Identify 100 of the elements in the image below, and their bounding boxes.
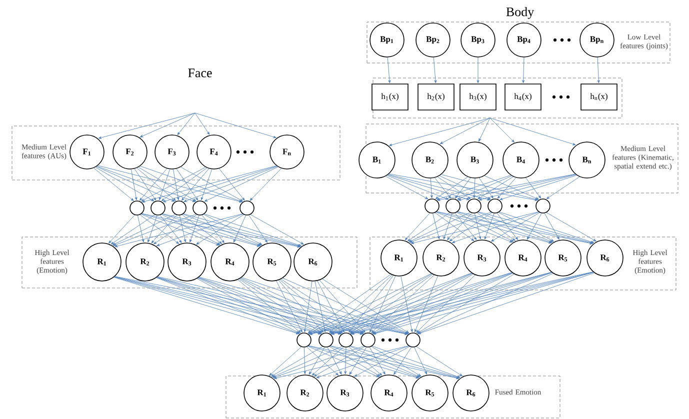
- arrow: [410, 212, 492, 243]
- function-box: h$_{2}$(x): [418, 84, 454, 110]
- neuron-circle: [360, 332, 376, 348]
- arrow: [134, 168, 156, 200]
- arrow: [436, 212, 552, 244]
- arrow: [272, 346, 364, 378]
- arrow: [176, 168, 198, 200]
- node-label: R$_{1}$: [257, 390, 266, 396]
- arrow: [388, 174, 490, 200]
- arrow: [158, 169, 170, 200]
- arrow: [200, 169, 212, 200]
- neuron-circle: [240, 200, 254, 216]
- arrow: [181, 168, 210, 201]
- arrow: [272, 346, 342, 378]
- arrow: [546, 212, 596, 242]
- arrow: [400, 276, 413, 332]
- arrow: [457, 176, 512, 200]
- arrow: [140, 214, 220, 246]
- arrow: [194, 112, 210, 135]
- arrow: [308, 347, 325, 375]
- neuron-circle: [536, 198, 550, 214]
- arrow: [96, 166, 196, 202]
- arrow: [148, 215, 158, 242]
- arrow: [385, 176, 428, 200]
- arrow: [350, 346, 460, 378]
- arrow: [443, 213, 452, 240]
- arrow: [432, 213, 440, 240]
- neuron-circle: [338, 332, 354, 348]
- neuron-circle: [318, 332, 334, 348]
- arrow: [204, 166, 278, 202]
- arrow: [140, 112, 196, 138]
- arrow: [274, 346, 409, 380]
- arrow: [304, 281, 312, 332]
- arrow: [434, 212, 474, 242]
- arrow: [196, 214, 244, 245]
- arrow: [182, 214, 222, 244]
- arrow: [140, 166, 242, 202]
- arrow: [484, 213, 494, 240]
- neuron-circle: [446, 198, 460, 214]
- arrow: [484, 176, 539, 200]
- arrow: [139, 168, 168, 201]
- arrow: [190, 215, 200, 242]
- arrow: [388, 118, 490, 146]
- arrow: [452, 212, 540, 243]
- arrow: [98, 112, 196, 139]
- arrow: [456, 212, 514, 242]
- arrow: [202, 214, 224, 244]
- arrow: [404, 212, 430, 240]
- neuron-circle: [192, 200, 208, 216]
- arrow: [308, 273, 432, 334]
- arrow: [418, 272, 594, 334]
- arrow: [270, 346, 323, 377]
- arrow: [240, 278, 342, 334]
- arrow: [308, 346, 380, 378]
- arrow: [455, 178, 471, 199]
- arrow: [349, 347, 367, 375]
- arrow: [238, 279, 301, 333]
- arrow: [194, 112, 276, 138]
- arrow: [137, 215, 144, 242]
- arrow: [95, 166, 154, 202]
- arrow: [280, 278, 364, 334]
- arrow: [98, 165, 242, 203]
- arrow: [160, 214, 182, 243]
- function-box: h$_{3}$(x): [460, 84, 496, 110]
- arrow: [141, 166, 206, 202]
- arrow: [439, 176, 491, 200]
- arrow: [317, 280, 344, 332]
- node-label: R$_{3}$: [340, 390, 350, 396]
- arrow: [308, 274, 391, 334]
- arrow: [140, 214, 180, 244]
- function-box: h$_{n}$(x): [580, 84, 618, 110]
- arrow: [319, 280, 366, 333]
- arrow: [436, 175, 511, 200]
- arrow: [473, 178, 476, 198]
- arrow: [478, 174, 576, 201]
- arrow: [329, 346, 380, 376]
- arrow: [162, 166, 277, 202]
- arrow: [203, 214, 262, 245]
- arrow: [142, 213, 300, 248]
- arrow: [141, 214, 260, 247]
- arrow: [184, 166, 278, 202]
- arrow: [114, 214, 243, 248]
- arrow: [314, 281, 326, 332]
- arrow: [112, 214, 176, 246]
- arrow: [478, 178, 494, 198]
- arrow: [474, 213, 482, 240]
- arrow: [330, 346, 420, 378]
- arrow: [449, 212, 492, 242]
- arrow: [161, 168, 208, 202]
- arrow: [500, 175, 577, 200]
- arrow: [330, 274, 432, 334]
- arrow: [546, 176, 580, 200]
- arrow: [154, 214, 198, 244]
- arrow: [478, 176, 514, 200]
- arrow: [457, 212, 552, 244]
- arrow: [433, 57, 437, 84]
- arrow: [394, 346, 412, 375]
- arrow: [250, 214, 304, 245]
- arrow: [414, 347, 428, 374]
- arrow: [113, 214, 196, 246]
